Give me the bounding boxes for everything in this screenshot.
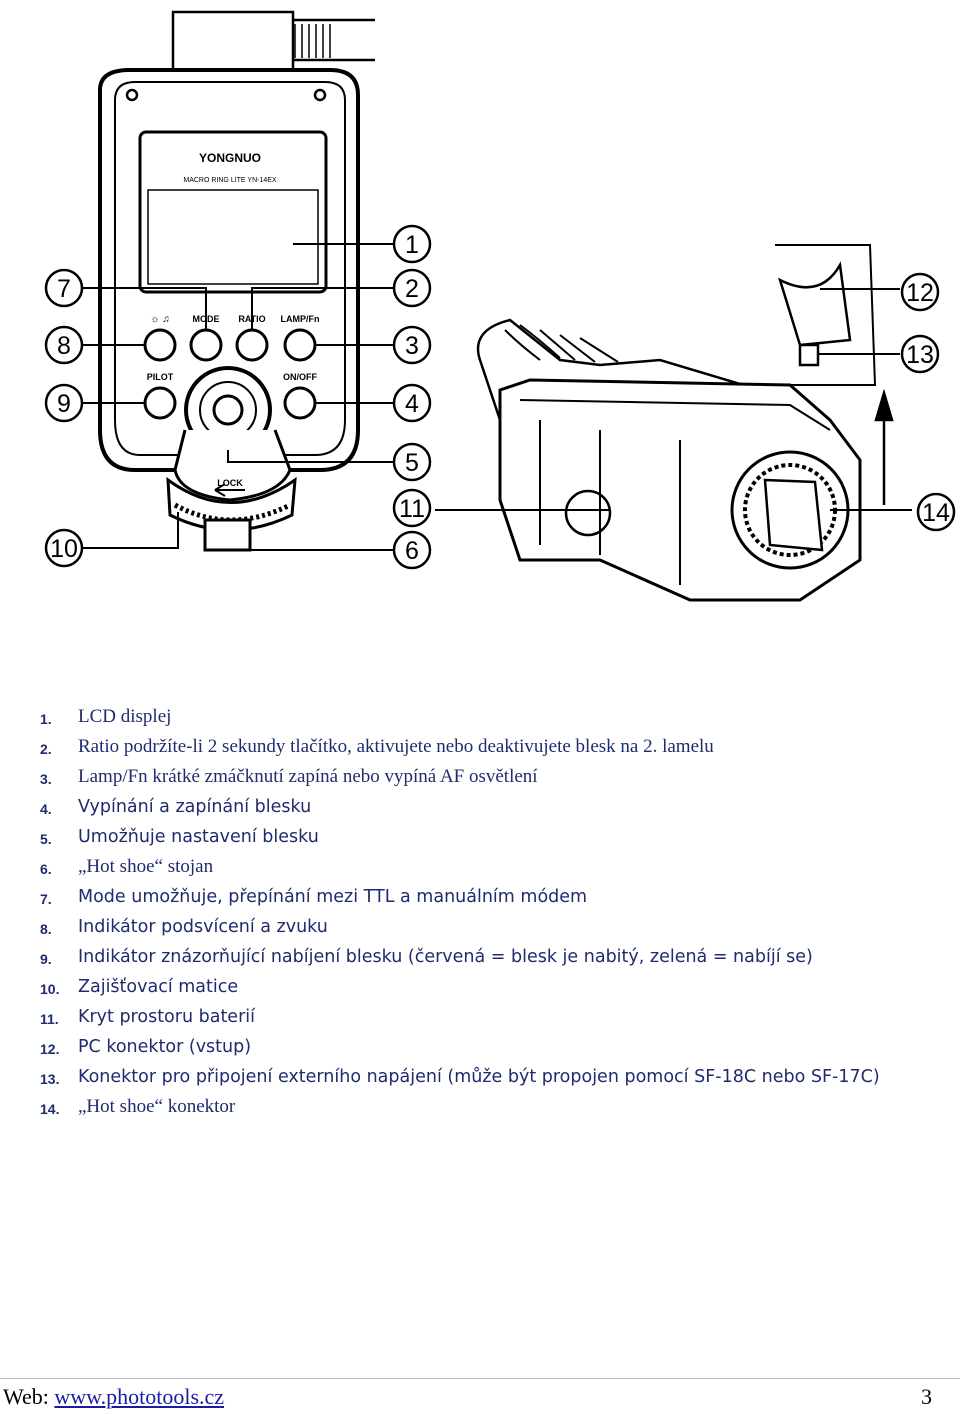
footer-web: Web: www.phototools.cz (3, 1384, 224, 1410)
device-diagram: YONGNUO MACRO RING LITE YN-14EX ☼ ♫ MODE… (44, 10, 956, 602)
lamp-button-label: LAMP/Fn (281, 314, 320, 324)
page-number: 3 (921, 1384, 932, 1409)
legend-item: 12.PC konektor (vstup) (40, 1037, 252, 1057)
legend-item: 3.Lamp/Fn krátké zmáčknutí zapíná nebo v… (40, 766, 538, 787)
callout-12: 12 (906, 279, 934, 307)
lock-label: LOCK (217, 478, 243, 488)
callout-14: 14 (922, 499, 950, 527)
pilot-button-label: PILOT (147, 372, 174, 382)
callout-5: 5 (405, 449, 419, 477)
model-label: MACRO RING LITE YN-14EX (183, 177, 277, 184)
footer-web-label: Web: (3, 1384, 55, 1409)
legend-item: 1.LCD displej (40, 706, 172, 727)
page-footer: Web: www.phototools.cz 3 (0, 1378, 960, 1414)
callout-7: 7 (57, 275, 71, 303)
callout-9: 9 (57, 390, 71, 418)
callout-6: 6 (405, 537, 419, 565)
legend-item: 7.Mode umožňuje, přepínání mezi TTL a ma… (40, 887, 588, 907)
legend-item: 5.Umožňuje nastavení blesku (40, 827, 319, 847)
callout-4: 4 (405, 390, 419, 418)
onoff-button-label: ON/OFF (283, 372, 317, 382)
legend-list: 1.LCD displej 2.Ratio podržíte-li 2 seku… (40, 703, 920, 1123)
brand-label: YONGNUO (199, 151, 261, 165)
legend-item: 11.Kryt prostoru baterií (40, 1007, 255, 1027)
callout-3: 3 (405, 332, 419, 360)
callout-13: 13 (906, 341, 934, 369)
callout-11: 11 (399, 495, 425, 523)
legend-item: 9.Indikátor znázorňující nabíjení blesku… (40, 947, 813, 967)
callout-10: 10 (50, 535, 78, 563)
legend-item: 10.Zajišťovací matice (40, 977, 239, 997)
sound-button-label: ☼ ♫ (150, 314, 169, 325)
legend-item: 4.Vypínání a zapínání blesku (40, 797, 312, 817)
legend-item: 14.„Hot shoe“ konektor (40, 1096, 236, 1117)
footer-link[interactable]: www.phototools.cz (54, 1384, 225, 1409)
callout-2: 2 (405, 275, 419, 303)
legend-item: 6.„Hot shoe“ stojan (40, 856, 214, 877)
legend-item: 2.Ratio podržíte-li 2 sekundy tlačítko, … (40, 736, 714, 757)
legend-item: 13.Konektor pro připojení externího napá… (40, 1067, 880, 1087)
legend-item: 8.Indikátor podsvícení a zvuku (40, 917, 328, 937)
callout-8: 8 (57, 332, 71, 360)
callout-1: 1 (405, 231, 419, 259)
